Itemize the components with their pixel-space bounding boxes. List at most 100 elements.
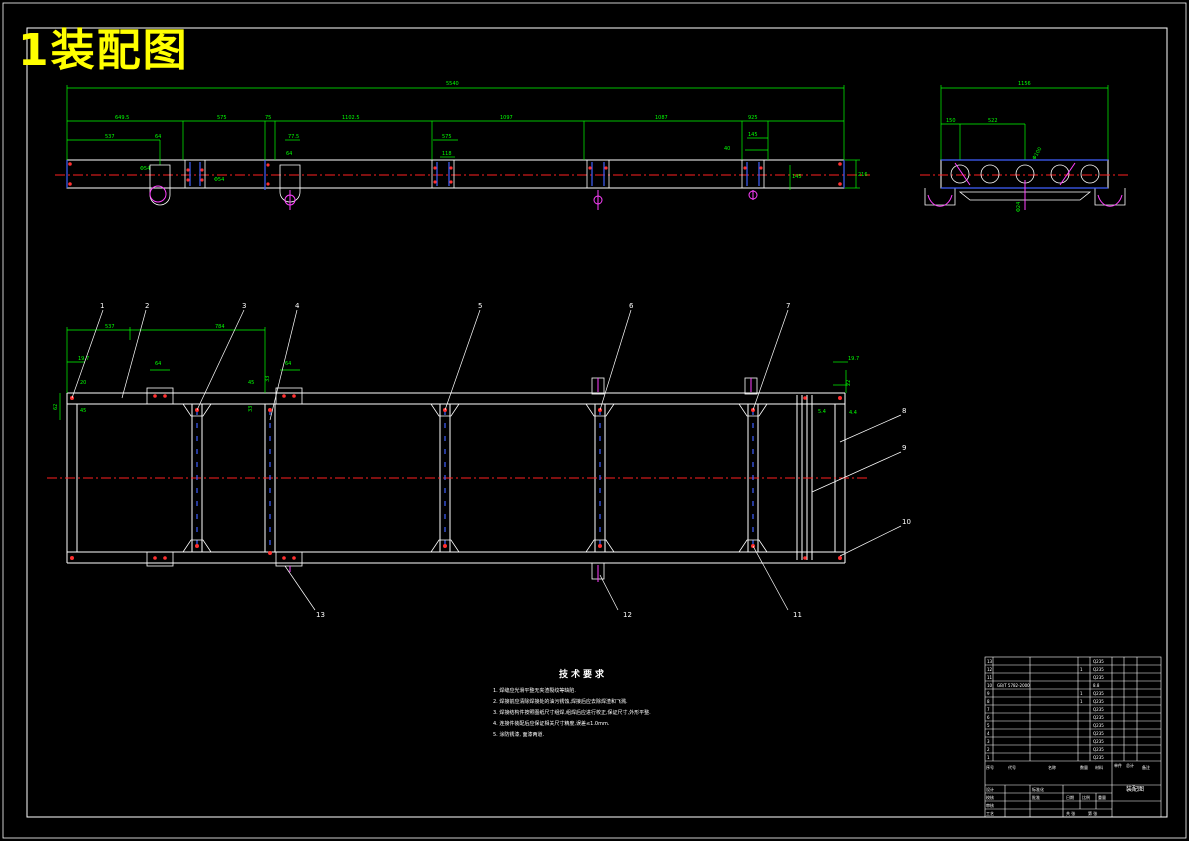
svg-text:64: 64 (286, 151, 292, 157)
svg-text:共 张: 共 张 (1066, 810, 1075, 816)
part-number-11: 11 (793, 611, 802, 619)
svg-text:45: 45 (80, 408, 86, 414)
part-number-1: 1 (100, 302, 104, 310)
svg-text:19.7: 19.7 (78, 356, 89, 362)
plan-view: 537 784 19.7 20 64 45 64 45 33 33 19.7 2… (47, 302, 911, 619)
svg-text:6: 6 (987, 715, 990, 720)
svg-text:575: 575 (442, 134, 452, 140)
svg-text:20: 20 (80, 380, 86, 386)
svg-text:64: 64 (155, 361, 161, 367)
svg-text:名称: 名称 (1048, 764, 1056, 770)
svg-text:13: 13 (987, 659, 993, 664)
svg-text:22: 22 (846, 380, 852, 386)
drawing-title: 1装配图 (18, 25, 189, 76)
svg-text:1102.5: 1102.5 (342, 115, 360, 121)
svg-text:Q235: Q235 (1093, 675, 1104, 680)
svg-text:序号: 序号 (986, 764, 994, 770)
svg-text:2: 2 (987, 747, 990, 752)
part-number-8: 8 (902, 407, 906, 415)
svg-text:8: 8 (987, 699, 990, 704)
part-number-7: 7 (786, 302, 790, 310)
svg-text:Φ54: Φ54 (214, 177, 224, 183)
svg-text:62: 62 (53, 404, 59, 410)
technical-requirements-heading: 技术要求 (559, 670, 608, 680)
svg-text:537: 537 (105, 134, 115, 140)
svg-text:3: 3 (987, 739, 990, 744)
svg-text:10: 10 (987, 683, 993, 688)
svg-text:5.4: 5.4 (818, 409, 826, 415)
svg-text:1156: 1156 (1018, 81, 1031, 87)
tech-req-item: 5. 涂防锈漆, 面漆两道. (493, 732, 545, 738)
svg-text:数量: 数量 (1080, 764, 1088, 770)
svg-text:1: 1 (1080, 699, 1083, 704)
svg-text:1087: 1087 (655, 115, 668, 121)
svg-text:Q235: Q235 (1093, 731, 1104, 736)
svg-text:1097: 1097 (500, 115, 513, 121)
svg-text:重量: 重量 (1098, 794, 1106, 800)
svg-text:Q235: Q235 (1093, 667, 1104, 672)
title-block (984, 656, 1162, 818)
svg-text:批准: 批准 (1032, 794, 1040, 800)
tech-req-item: 4. 连接件装配后应保证相关尺寸精度,误差≤1.0mm. (493, 721, 610, 727)
svg-text:784: 784 (215, 324, 225, 330)
svg-text:9: 9 (987, 691, 990, 696)
svg-text:4: 4 (987, 731, 990, 736)
svg-text:649.5: 649.5 (115, 115, 129, 121)
svg-text:19.7: 19.7 (848, 356, 859, 362)
svg-text:7: 7 (987, 707, 990, 712)
svg-text:Φ100: Φ100 (1032, 146, 1044, 161)
svg-text:GB/T 5782-2000: GB/T 5782-2000 (997, 683, 1030, 688)
svg-text:145: 145 (748, 132, 758, 138)
svg-text:装配图: 装配图 (1126, 785, 1144, 793)
svg-text:工艺: 工艺 (986, 811, 994, 816)
svg-text:1: 1 (1080, 667, 1083, 672)
part-number-6: 6 (629, 302, 634, 310)
svg-text:925: 925 (748, 115, 758, 121)
svg-text:575: 575 (217, 115, 227, 121)
svg-text:Q235: Q235 (1093, 739, 1104, 744)
svg-text:1: 1 (987, 755, 990, 760)
svg-text:45: 45 (248, 380, 254, 386)
part-number-10: 10 (902, 518, 911, 526)
svg-text:1: 1 (1080, 691, 1083, 696)
inner-border (26, 27, 1168, 818)
svg-text:日期: 日期 (1066, 794, 1074, 800)
part-number-3: 3 (242, 302, 246, 310)
svg-text:8.8: 8.8 (1093, 683, 1100, 688)
part-number-13: 13 (316, 611, 325, 619)
svg-text:标准化: 标准化 (1032, 786, 1044, 792)
svg-text:Q235: Q235 (1093, 691, 1104, 696)
svg-text:40: 40 (724, 146, 730, 152)
tech-req-item: 2. 焊接前应清除焊接处的油污锈蚀,焊接后应去除焊渣和飞溅. (493, 699, 628, 705)
tech-req-item: 1. 焊缝应光滑平整无夹渣裂纹等缺陷. (493, 688, 576, 694)
side-view: 1156 150 522 Φ100 Φ24 (920, 81, 1130, 212)
svg-text:总计: 总计 (1126, 762, 1134, 768)
svg-text:75: 75 (265, 115, 271, 121)
svg-text:5: 5 (987, 723, 990, 728)
svg-text:Q235: Q235 (1093, 747, 1104, 752)
svg-text:Φ24: Φ24 (1016, 202, 1022, 212)
svg-text:第 张: 第 张 (1088, 810, 1097, 816)
svg-text:64: 64 (285, 361, 291, 367)
svg-text:77.5: 77.5 (288, 134, 299, 140)
part-number-2: 2 (145, 302, 149, 310)
svg-text:Q235: Q235 (1093, 715, 1104, 720)
svg-text:12: 12 (987, 667, 993, 672)
svg-text:5540: 5540 (446, 81, 459, 87)
svg-text:522: 522 (988, 118, 998, 124)
part-number-5: 5 (478, 302, 482, 310)
svg-text:比例: 比例 (1082, 794, 1090, 800)
tech-req-item: 3. 焊接结构件按照图纸尺寸组焊,组焊后应进行校正,保证尺寸,外形平整. (493, 710, 651, 716)
svg-text:Q235: Q235 (1093, 699, 1104, 704)
part-number-4: 4 (295, 302, 300, 310)
svg-text:118: 118 (442, 151, 452, 157)
svg-text:Q235: Q235 (1093, 723, 1104, 728)
svg-text:11: 11 (987, 675, 993, 680)
svg-text:代号: 代号 (1008, 764, 1016, 770)
svg-text:150: 150 (946, 118, 956, 124)
svg-text:216: 216 (858, 172, 868, 178)
svg-text:145: 145 (792, 174, 802, 180)
part-number-12: 12 (623, 611, 632, 619)
